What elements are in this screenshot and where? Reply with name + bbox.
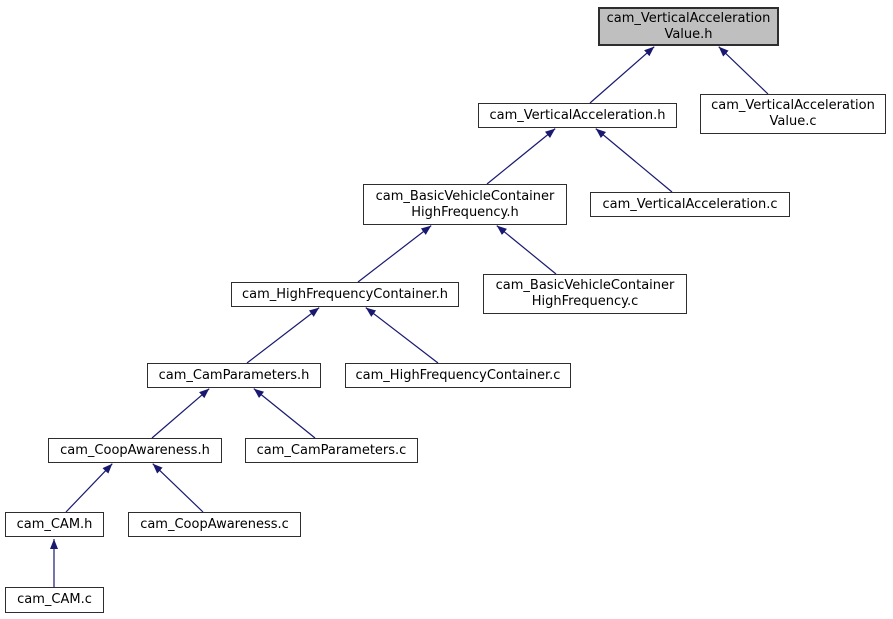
node-label-line: cam_VerticalAcceleration.h [489,107,666,123]
node-cam_CAM-c[interactable]: cam_CAM.c [5,587,104,613]
edge-cam_CAM-h-to-cam_CoopAwareness-h [65,463,113,513]
node-cam_HighFrequencyContainer-h[interactable]: cam_HighFrequencyContainer.h [231,282,459,307]
node-cam_CoopAwareness-c[interactable]: cam_CoopAwareness.c [128,512,301,537]
node-label-line: cam_CoopAwareness.c [140,516,289,532]
edge-cam_HighFrequencyContainer-c-to-cam_HighFrequencyContainer-h [365,307,439,364]
edge-cam_CamParameters-c-to-cam_CamParameters-h [253,388,316,439]
node-cam_CoopAwareness-h[interactable]: cam_CoopAwareness.h [48,438,222,463]
edge-cam_VerticalAcceleration-c-to-cam_VerticalAcceleration-h [595,128,673,193]
node-label-line: cam_CAM.c [17,592,92,607]
node-label-line: HighFrequency.c [531,294,639,309]
edge-cam_VerticalAcceleration-h-to-cam_VerticalAccelerationValue-h [589,46,655,104]
node-label-line: cam_BasicVehicleContainer [495,278,675,293]
node-label-line: cam_HighFrequencyContainer.c [355,367,561,383]
edge-cam_CamParameters-h-to-cam_HighFrequencyContainer-h [246,307,320,364]
node-label-line: HighFrequency.h [411,204,519,220]
node-label-line: cam_CamParameters.h [158,367,310,383]
node-label-line: cam_CoopAwareness.h [60,442,210,458]
node-label-line: cam_VerticalAcceleration [711,98,875,113]
node-label-line: cam_VerticalAcceleration [606,10,771,26]
edge-cam_BasicVehicleContainerHighFrequency-c-to-cam_BasicVehicleContainerHighFrequency-h [496,225,557,275]
edge-cam_VerticalAccelerationValue-c-to-cam_VerticalAccelerationValue-h [718,46,769,95]
node-label-line: Value.c [769,114,817,129]
edge-cam_HighFrequencyContainer-h-to-cam_BasicVehicleContainerHighFrequency-h [357,225,432,283]
node-label-line: cam_CamParameters.c [256,442,407,458]
edge-cam_CoopAwareness-c-to-cam_CoopAwareness-h [152,463,204,513]
node-cam_CamParameters-h[interactable]: cam_CamParameters.h [147,363,321,388]
node-label-line: Value.h [664,26,713,42]
node-cam_VerticalAcceleration-h[interactable]: cam_VerticalAcceleration.h [478,103,677,128]
node-label-line: cam_CAM.h [16,516,93,532]
node-label-line: cam_BasicVehicleContainer [375,188,555,204]
edge-cam_BasicVehicleContainerHighFrequency-h-to-cam_VerticalAcceleration-h [486,128,556,185]
node-label-line: cam_VerticalAcceleration.c [602,196,778,212]
node-cam_CAM-h[interactable]: cam_CAM.h [5,512,104,537]
node-cam_CamParameters-c[interactable]: cam_CamParameters.c [245,438,418,463]
node-cam_VerticalAcceleration-c[interactable]: cam_VerticalAcceleration.c [590,192,790,217]
edge-cam_CoopAwareness-h-to-cam_CamParameters-h [151,388,210,439]
node-cam_HighFrequencyContainer-c[interactable]: cam_HighFrequencyContainer.c [345,363,571,388]
node-label-line: cam_HighFrequencyContainer.h [241,286,449,302]
